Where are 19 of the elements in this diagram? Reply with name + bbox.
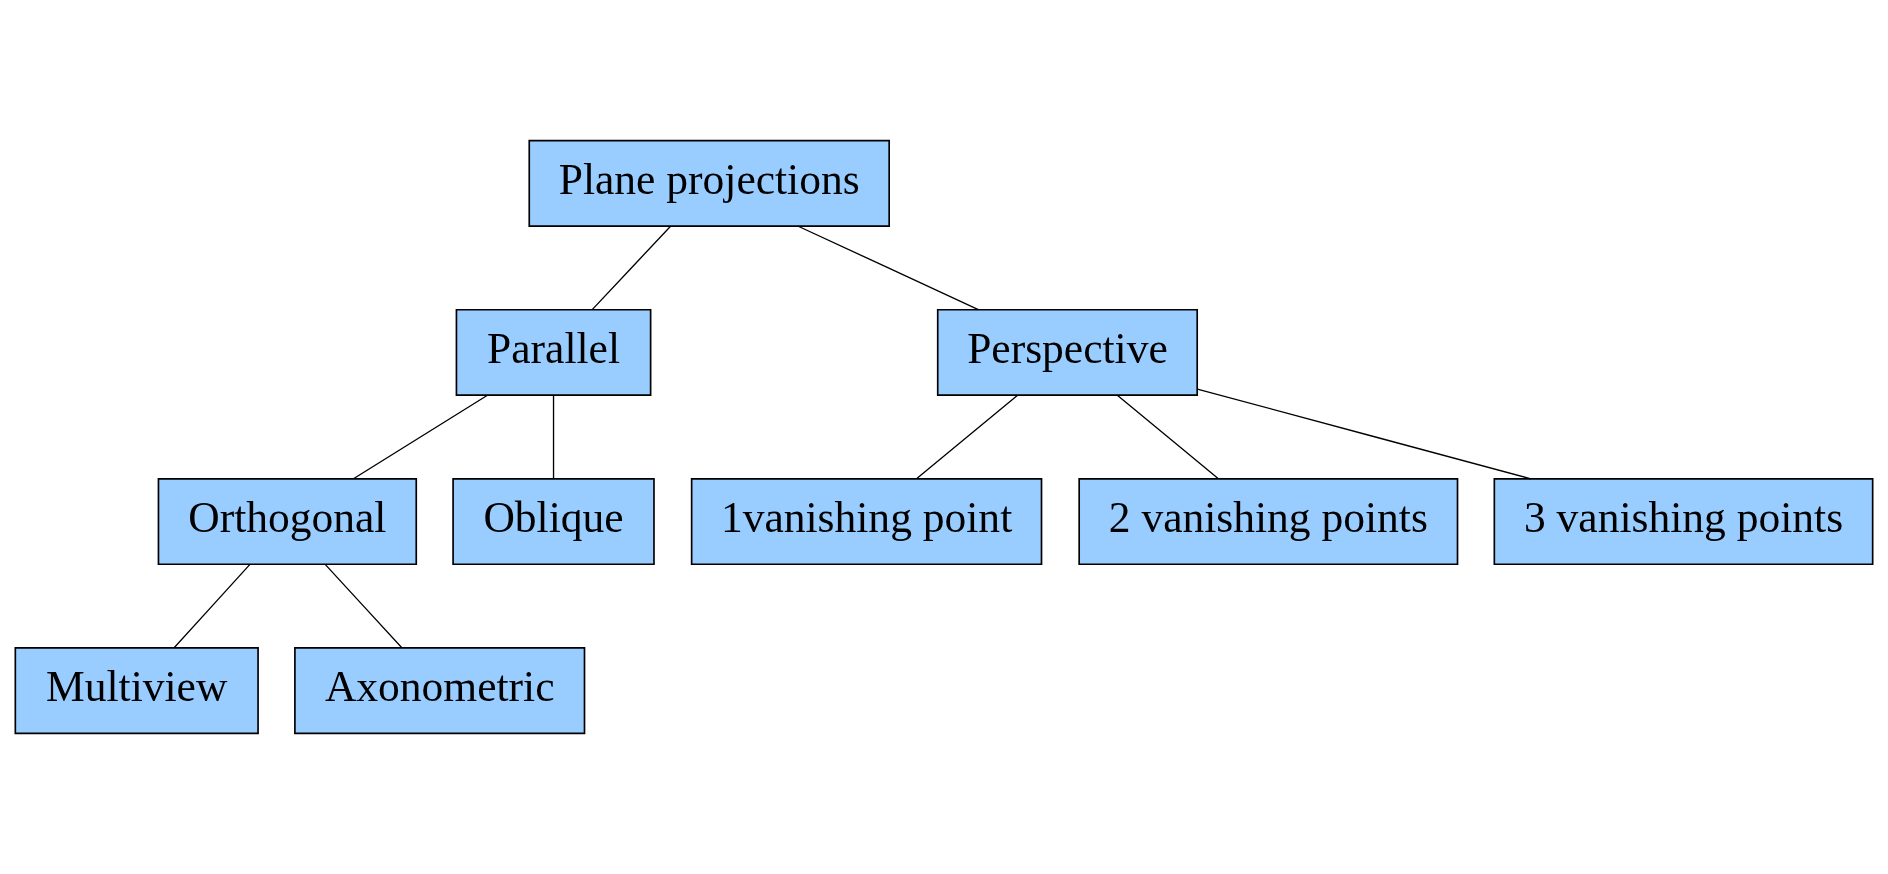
node-box: 3 vanishing points (1493, 478, 1874, 566)
connector (1196, 388, 1532, 480)
connector (797, 225, 979, 311)
node-box: Axonometric (294, 647, 586, 735)
connector (173, 563, 251, 649)
connector (324, 563, 403, 649)
node-box: 1vanishing point (690, 478, 1043, 566)
connector (1116, 394, 1219, 480)
node-box: Plane projections (528, 139, 890, 227)
node-box: Parallel (455, 308, 652, 396)
node-box: Multiview (14, 647, 259, 735)
connector (352, 394, 488, 480)
node-box: Oblique (452, 478, 655, 566)
connector (591, 225, 671, 311)
node-box: 2 vanishing points (1078, 478, 1459, 566)
connector (916, 394, 1018, 480)
connector (552, 394, 555, 480)
node-box: Perspective (936, 308, 1199, 396)
node-box: Orthogonal (157, 478, 418, 566)
